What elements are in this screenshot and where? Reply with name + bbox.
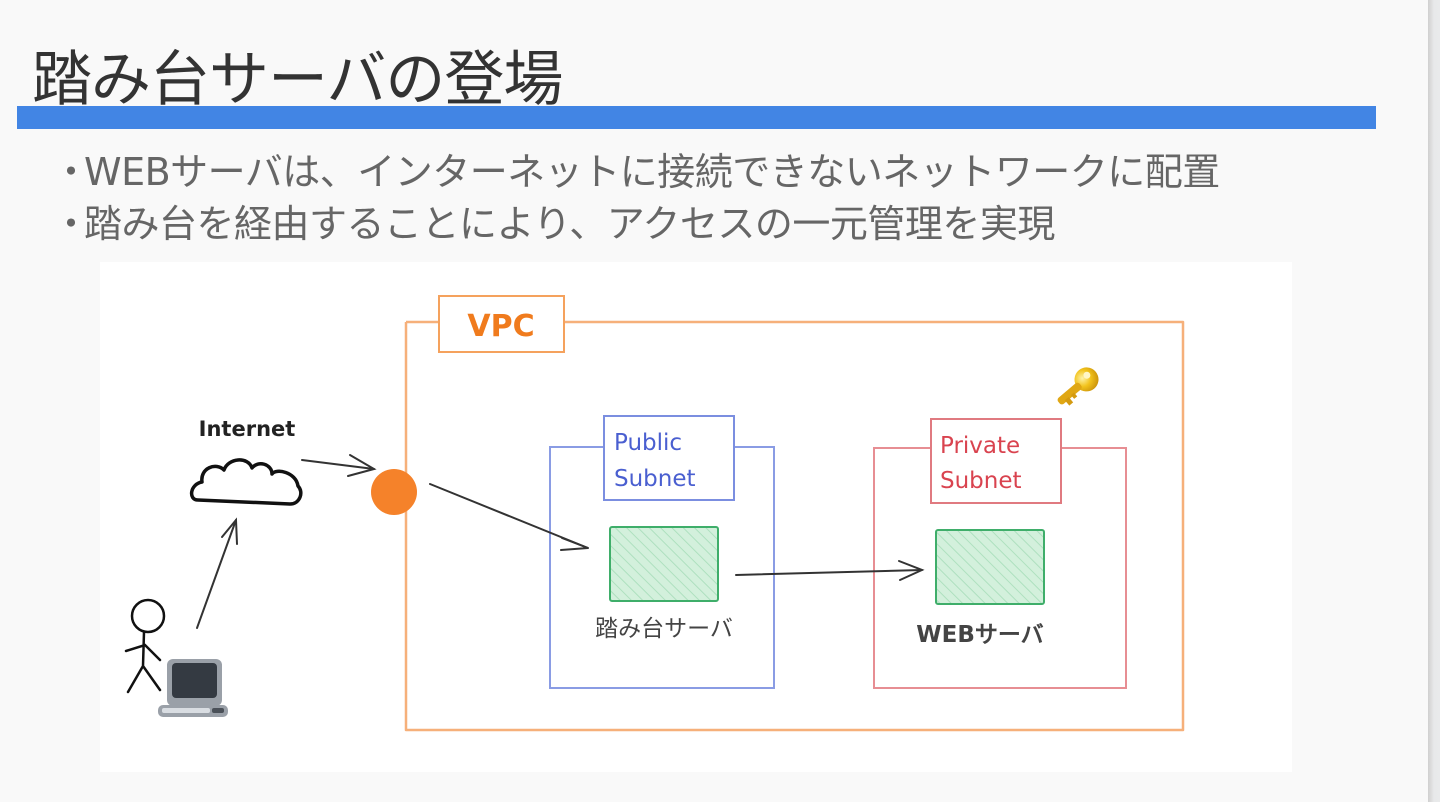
internet-cloud: Internet xyxy=(189,417,303,506)
bullet-marker: ・ xyxy=(52,202,90,246)
arrow-bastion-to-web xyxy=(735,560,925,581)
user-icon xyxy=(124,598,166,694)
key-icon xyxy=(1057,367,1099,406)
bullet-list: ・ WEBサーバは、インターネットに接続できないネットワークに配置 ・ 踏み台を… xyxy=(52,146,1220,250)
internet-label: Internet xyxy=(199,417,296,441)
arrow-user-to-internet xyxy=(196,517,238,629)
public-subnet: Public Subnet 踏み台サーバ xyxy=(549,415,775,689)
public-subnet-label-line2: Subnet xyxy=(614,466,696,492)
title-underline-bar xyxy=(17,106,1376,129)
network-diagram: VPC Public Subnet 踏み台サーバ Private Subnet … xyxy=(100,262,1292,772)
slide-title: 踏み台サーバの登場 xyxy=(32,45,563,115)
arrows xyxy=(196,454,925,629)
web-server-icon xyxy=(935,529,1045,605)
arrow-gateway-to-bastion xyxy=(429,483,589,551)
bullet-marker: ・ xyxy=(52,150,90,194)
bullet-item: ・ 踏み台を経由することにより、アクセスの一元管理を実現 xyxy=(52,198,1220,250)
private-subnet-label-line1: Private xyxy=(940,433,1020,459)
bastion-server-icon xyxy=(609,526,719,602)
bullet-text: 踏み台を経由することにより、アクセスの一元管理を実現 xyxy=(84,202,1055,246)
diagram-canvas: VPC Public Subnet 踏み台サーバ Private Subnet … xyxy=(124,295,1185,732)
private-subnet: Private Subnet WEBサーバ xyxy=(873,418,1127,689)
bastion-server-label: 踏み台サーバ xyxy=(595,616,733,642)
cloud-icon xyxy=(189,458,303,506)
arrow-internet-to-gateway xyxy=(301,454,377,477)
web-server-label: WEBサーバ xyxy=(916,622,1043,648)
laptop-icon xyxy=(158,659,228,717)
bullet-text: WEBサーバは、インターネットに接続できないネットワークに配置 xyxy=(84,150,1220,194)
public-subnet-label-line1: Public xyxy=(614,430,682,456)
scrollbar-edge xyxy=(1428,0,1440,802)
private-subnet-label-line2: Subnet xyxy=(940,468,1022,494)
bullet-item: ・ WEBサーバは、インターネットに接続できないネットワークに配置 xyxy=(52,146,1220,198)
vpc-container: VPC xyxy=(404,295,1185,732)
internet-gateway-icon xyxy=(371,469,417,515)
vpc-label: VPC xyxy=(467,309,534,344)
